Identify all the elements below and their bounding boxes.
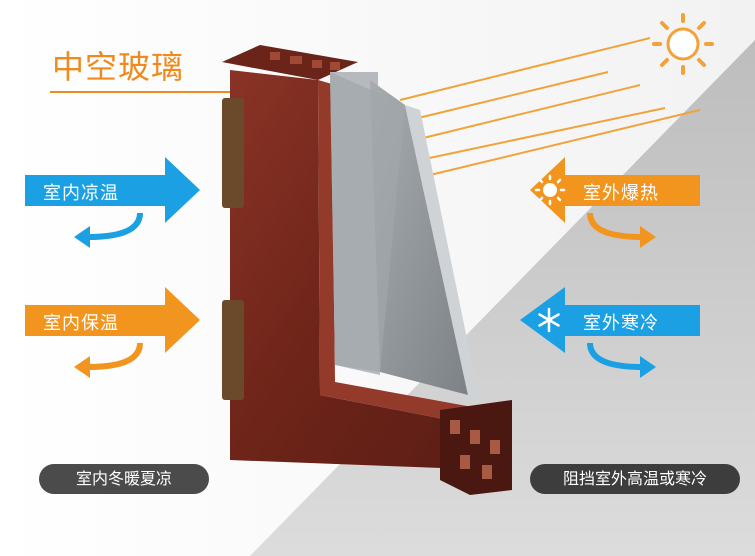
label-outdoor-cold: 室外寒冷 bbox=[583, 313, 659, 334]
hinges bbox=[222, 98, 244, 400]
sun-ray-lines bbox=[399, 37, 701, 176]
arrow-outdoor-hot bbox=[530, 157, 700, 248]
snowflake-icon bbox=[538, 307, 560, 333]
arrow-indoor-warm bbox=[25, 287, 200, 378]
caption-indoor: 室内冬暖夏凉 bbox=[39, 464, 209, 494]
caption-outdoor: 阻挡室外高温或寒冷 bbox=[530, 464, 740, 494]
arrow-outdoor-cold bbox=[520, 287, 700, 378]
label-indoor-warm: 室内保温 bbox=[43, 313, 119, 334]
diagram-title: 中空玻璃 bbox=[52, 48, 185, 86]
label-indoor-cool: 室内凉温 bbox=[43, 183, 119, 204]
sun-icon bbox=[534, 174, 566, 206]
sun-icon bbox=[652, 13, 714, 75]
label-outdoor-hot: 室外爆热 bbox=[583, 183, 659, 204]
window-frame bbox=[222, 45, 512, 495]
arrow-indoor-cool bbox=[25, 157, 200, 248]
insulated-glass bbox=[330, 72, 480, 402]
